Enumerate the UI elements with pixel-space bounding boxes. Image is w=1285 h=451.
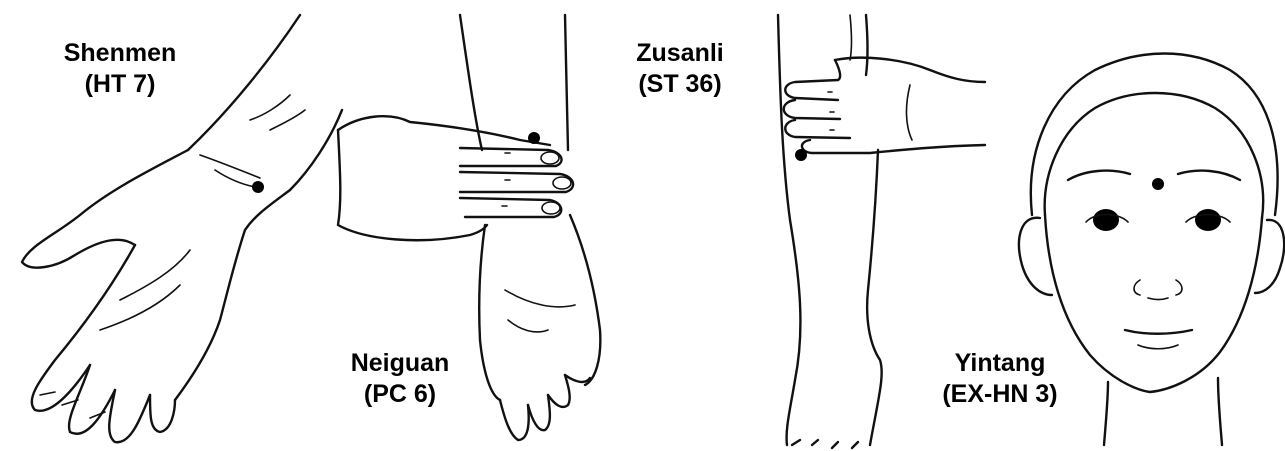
- neiguan-label: Neiguan (PC 6): [325, 348, 475, 410]
- neiguan-point-marker: [528, 132, 540, 144]
- zusanli-point-marker: [795, 149, 807, 161]
- yintang-name: Yintang: [915, 348, 1085, 379]
- shenmen-name: Shenmen: [40, 38, 200, 69]
- shenmen-point-marker: [252, 181, 264, 193]
- yintang-point-marker: [1152, 178, 1164, 190]
- yintang-code: (EX-HN 3): [915, 379, 1085, 410]
- neiguan-name: Neiguan: [325, 348, 475, 379]
- zusanli-code: (ST 36): [605, 69, 755, 100]
- neiguan-code: (PC 6): [325, 379, 475, 410]
- shenmen-label: Shenmen (HT 7): [40, 38, 200, 100]
- yintang-label: Yintang (EX-HN 3): [915, 348, 1085, 410]
- zusanli-label: Zusanli (ST 36): [605, 38, 755, 100]
- shenmen-code: (HT 7): [40, 69, 200, 100]
- zusanli-name: Zusanli: [605, 38, 755, 69]
